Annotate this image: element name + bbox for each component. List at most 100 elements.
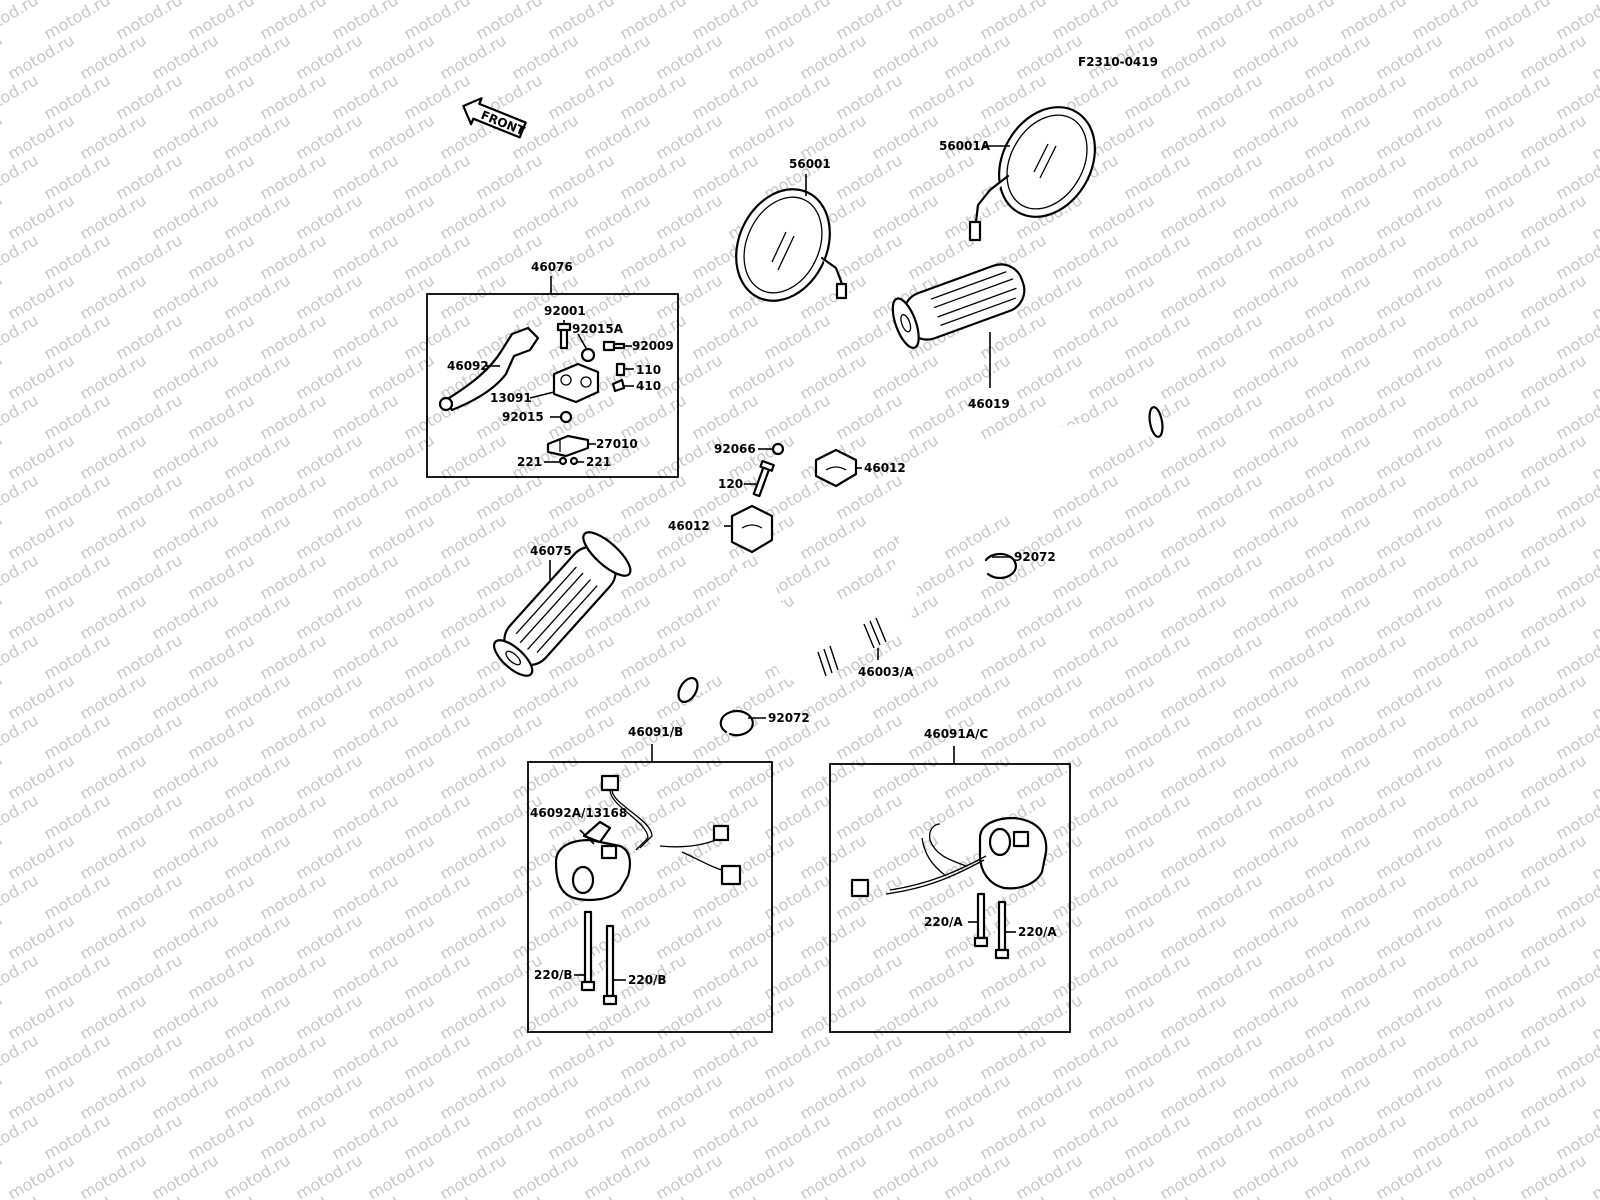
watermark-text: motod.ru [1517, 670, 1590, 723]
watermark-text: motod.ru [149, 750, 222, 803]
watermark-text: motod.ru [401, 0, 474, 43]
mirror-left [735, 188, 848, 302]
watermark-text: motod.ru [1265, 630, 1338, 683]
watermark-text: motod.ru [365, 670, 438, 723]
nut-92015a [580, 347, 596, 363]
watermark-text: motod.ru [653, 990, 726, 1043]
watermark-text: motod.ru [257, 1190, 330, 1200]
label-92072-lower: 92072 [768, 711, 810, 725]
watermark-text: motod.ru [113, 790, 186, 843]
watermark-text: motod.ru [1121, 1190, 1194, 1200]
watermark-text: motod.ru [185, 1190, 258, 1200]
watermark-text: motod.ru [1013, 350, 1086, 403]
watermark-text: motod.ru [0, 910, 6, 963]
watermark-text: motod.ru [221, 750, 294, 803]
watermark-text: motod.ru [1265, 1030, 1338, 1083]
watermark-text: motod.ru [77, 350, 150, 403]
watermark-text: motod.ru [1121, 0, 1194, 43]
watermark-text: motod.ru [1409, 0, 1482, 43]
watermark-text: motod.ru [1517, 350, 1590, 403]
watermark-text: motod.ru [1049, 550, 1122, 603]
watermark-text: motod.ru [437, 190, 510, 243]
watermark-text: motod.ru [1337, 870, 1410, 923]
watermark-text: motod.ru [1193, 310, 1266, 363]
watermark-text: motod.ru [1265, 950, 1338, 1003]
watermark-text: motod.ru [77, 910, 150, 963]
watermark-text: motod.ru [545, 70, 618, 123]
watermark-text: motod.ru [977, 950, 1050, 1003]
watermark-text: motod.ru [293, 350, 366, 403]
watermark-text: motod.ru [1589, 670, 1600, 723]
watermark-text: motod.ru [617, 150, 690, 203]
watermark-text: motod.ru [1481, 230, 1554, 283]
screws-220b [580, 910, 618, 1006]
watermark-text: motod.ru [365, 910, 438, 963]
watermark-text: motod.ru [1337, 630, 1410, 683]
label-46003a: 46003/A [858, 665, 914, 679]
watermark-text: motod.ru [1373, 990, 1446, 1043]
watermark-text: motod.ru [617, 470, 690, 523]
watermark-text: motod.ru [0, 190, 6, 243]
watermark-text: motod.ru [41, 150, 114, 203]
watermark-text: motod.ru [113, 310, 186, 363]
watermark-text: motod.ru [257, 550, 330, 603]
watermark-text: motod.ru [437, 430, 510, 483]
watermark-text: motod.ru [1589, 1070, 1600, 1123]
watermark-text: motod.ru [0, 870, 42, 923]
watermark-text: motod.ru [41, 0, 114, 43]
watermark-text: motod.ru [1589, 30, 1600, 83]
watermark-text: motod.ru [1229, 990, 1302, 1043]
watermark-text: motod.ru [41, 870, 114, 923]
watermark-text: motod.ru [293, 990, 366, 1043]
watermark-text: motod.ru [149, 1070, 222, 1123]
watermark-text: motod.ru [1481, 1110, 1554, 1163]
watermark-text: motod.ru [77, 750, 150, 803]
watermark-text: motod.ru [1121, 230, 1194, 283]
watermark-text: motod.ru [797, 1070, 870, 1123]
watermark-text: motod.ru [221, 30, 294, 83]
watermark-text: motod.ru [401, 70, 474, 123]
watermark-text: motod.ru [473, 870, 546, 923]
watermark-text: motod.ru [1229, 430, 1302, 483]
watermark-text: motod.ru [401, 150, 474, 203]
watermark-text: motod.ru [1229, 190, 1302, 243]
watermark-text: motod.ru [941, 990, 1014, 1043]
watermark-text: motod.ru [1445, 510, 1518, 563]
watermark-text: motod.ru [149, 430, 222, 483]
watermark-text: motod.ru [653, 1070, 726, 1123]
watermark-text: motod.ru [1373, 110, 1446, 163]
watermark-text: motod.ru [1481, 0, 1554, 43]
watermark-text: motod.ru [5, 670, 78, 723]
watermark-text: motod.ru [293, 110, 366, 163]
watermark-text: motod.ru [1517, 30, 1590, 83]
watermark-text: motod.ru [221, 510, 294, 563]
watermark-text: motod.ru [941, 30, 1014, 83]
watermark-text: motod.ru [149, 590, 222, 643]
watermark-text: motod.ru [1337, 230, 1410, 283]
watermark-text: motod.ru [833, 1110, 906, 1163]
watermark-text: motod.ru [509, 750, 582, 803]
watermark-text: motod.ru [1085, 190, 1158, 243]
watermark-text: motod.ru [5, 430, 78, 483]
watermark-text: motod.ru [1013, 1150, 1086, 1200]
watermark-text: motod.ru [1085, 270, 1158, 323]
label-221-right: 221 [586, 455, 611, 469]
watermark-text: motod.ru [77, 1150, 150, 1200]
watermark-text: motod.ru [77, 110, 150, 163]
watermark-text: motod.ru [1193, 1030, 1266, 1083]
watermark-text: motod.ru [257, 230, 330, 283]
watermark-text: motod.ru [113, 470, 186, 523]
watermark-text: motod.ru [1157, 110, 1230, 163]
watermark-text: motod.ru [365, 190, 438, 243]
bolt-120 [752, 459, 775, 498]
watermark-text: motod.ru [149, 830, 222, 883]
watermark-text: motod.ru [185, 0, 258, 43]
watermark-text: motod.ru [1085, 590, 1158, 643]
watermark-text: motod.ru [1049, 950, 1122, 1003]
watermark-text: motod.ru [1301, 110, 1374, 163]
watermark-text: motod.ru [1013, 590, 1086, 643]
watermark-text: motod.ru [1409, 230, 1482, 283]
watermark-text: motod.ru [689, 310, 762, 363]
watermark-text: motod.ru [941, 1070, 1014, 1123]
watermark-text: motod.ru [401, 630, 474, 683]
